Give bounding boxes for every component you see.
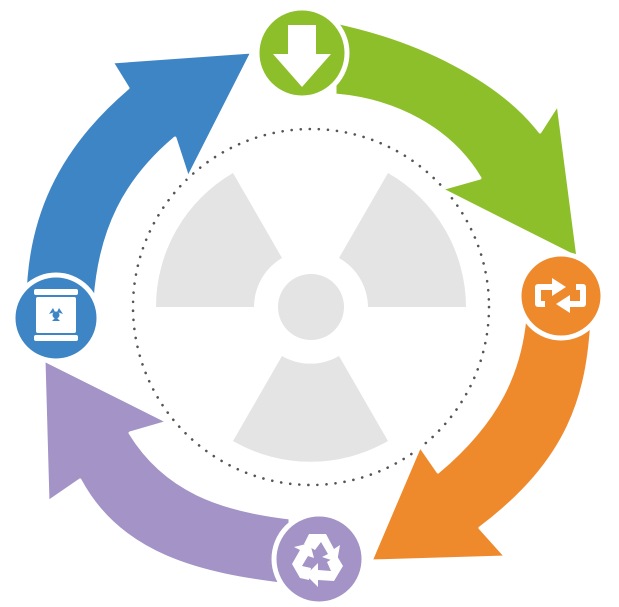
orange-cycle-arrow: [369, 316, 594, 563]
exchange-arrows-icon: [516, 251, 606, 341]
trefoil-blade-right: [339, 173, 466, 307]
purple-cycle-arrow: [42, 358, 292, 587]
green-cycle-arrow: [333, 20, 580, 260]
trefoil-blade-left: [156, 173, 282, 307]
radioactive-barrel-icon: [10, 272, 102, 364]
dotted-ring: [131, 127, 491, 487]
trefoil-blade-bottom: [233, 356, 388, 462]
radiation-trefoil-icon: [156, 173, 466, 462]
download-arrow-icon: [254, 5, 350, 101]
blue-cycle-arrow: [23, 50, 254, 302]
recycle-icon: [271, 511, 367, 607]
trefoil-center: [278, 274, 344, 340]
